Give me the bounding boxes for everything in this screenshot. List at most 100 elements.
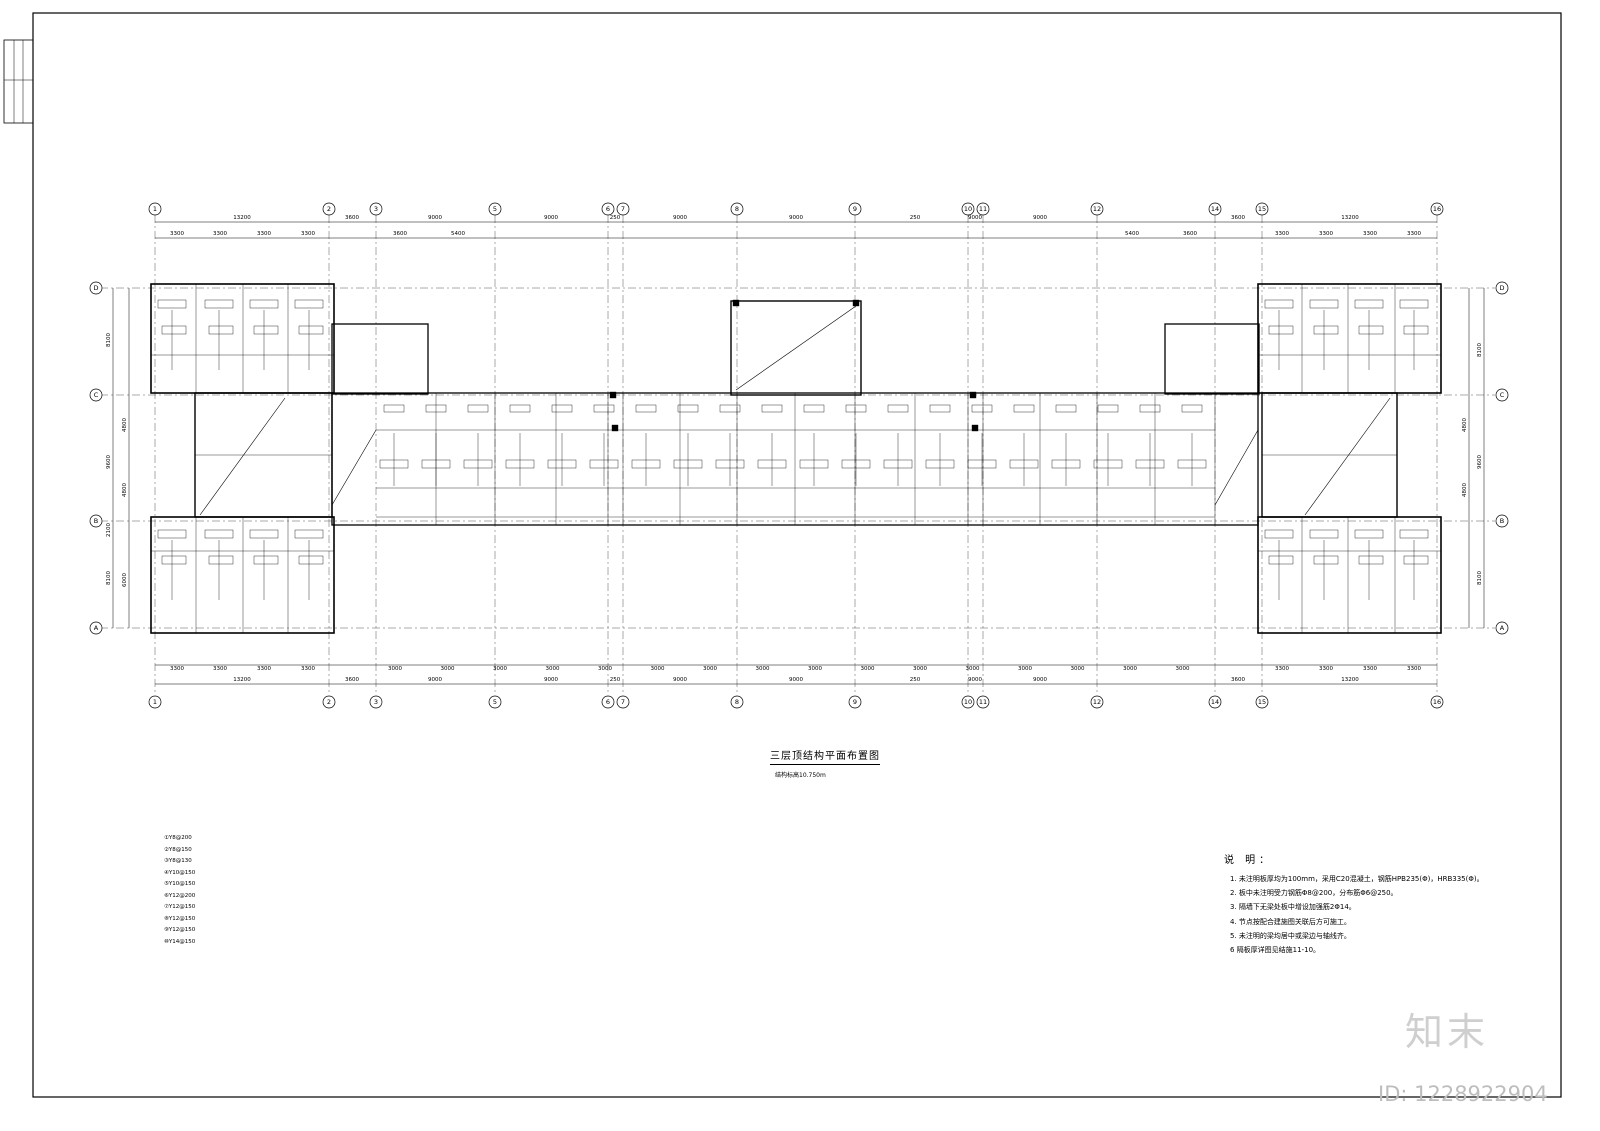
rebar-tag bbox=[845, 404, 867, 413]
dimension-label: 9000 bbox=[968, 215, 982, 221]
axis-circle bbox=[601, 695, 615, 709]
dimension-label: 3000 bbox=[546, 666, 560, 672]
axis-circle bbox=[730, 202, 744, 216]
axis-bubble-bottom: 8 bbox=[730, 695, 744, 709]
dimension-label: 9000 bbox=[789, 677, 803, 683]
rebar-tag bbox=[887, 404, 909, 413]
dimension-label: 3600 bbox=[393, 231, 407, 237]
rebar-tag bbox=[161, 555, 187, 565]
dimension-label: 3600 bbox=[345, 677, 359, 683]
right-toilet-block bbox=[1164, 323, 1260, 395]
rebar-tag bbox=[157, 299, 187, 309]
axis-label: 6 bbox=[606, 205, 610, 213]
axis-circle bbox=[848, 202, 862, 216]
dimension-lines bbox=[112, 221, 1485, 685]
axis-bubble-bottom: 12 bbox=[1090, 695, 1104, 709]
legend-item: ⑥Y12@200 bbox=[164, 892, 196, 899]
dimension-label: 250 bbox=[910, 215, 921, 221]
rebar-tag bbox=[1403, 325, 1429, 335]
rebar-tag bbox=[1313, 555, 1339, 565]
rebar-tag bbox=[294, 299, 324, 309]
axis-circle bbox=[616, 695, 630, 709]
rebar-tag bbox=[1358, 555, 1384, 565]
axis-bubble-bottom: 9 bbox=[848, 695, 862, 709]
rebar-tag bbox=[1139, 404, 1161, 413]
axis-bubble-bottom: 3 bbox=[369, 695, 383, 709]
entrance-canopy bbox=[730, 300, 862, 396]
rebar-tag bbox=[1309, 299, 1339, 309]
axis-bubble-top: 2 bbox=[322, 202, 336, 216]
axis-bubble-top: 12 bbox=[1090, 202, 1104, 216]
column bbox=[609, 391, 617, 399]
axis-bubble-bottom: 11 bbox=[976, 695, 990, 709]
axis-circle bbox=[1255, 202, 1269, 216]
axis-circle bbox=[1430, 695, 1444, 709]
note-item: 2. 板中未注明受力钢筋Φ8@200，分布筋Φ6@250。 bbox=[1230, 889, 1398, 898]
dimension-label: 4800 bbox=[122, 418, 128, 432]
axis-bubble-top: 15 bbox=[1255, 202, 1269, 216]
dimension-label: 3000 bbox=[441, 666, 455, 672]
dimension-label: 3000 bbox=[966, 666, 980, 672]
axis-bubble-bottom: 10 bbox=[961, 695, 975, 709]
axis-circle bbox=[961, 695, 975, 709]
legend-item: ②Y8@150 bbox=[164, 846, 192, 853]
dimension-label: 5400 bbox=[1125, 231, 1139, 237]
rebar-tag bbox=[761, 404, 783, 413]
axis-bubble-top: 3 bbox=[369, 202, 383, 216]
dimension-label: 3000 bbox=[1018, 666, 1032, 672]
column bbox=[732, 299, 740, 307]
left-top-wing bbox=[150, 283, 335, 394]
axis-circle bbox=[1255, 695, 1269, 709]
axis-label: 2 bbox=[327, 205, 331, 213]
axis-bubble-top: 7 bbox=[616, 202, 630, 216]
axis-label: A bbox=[94, 624, 99, 632]
axis-circle bbox=[1090, 695, 1104, 709]
axis-circle bbox=[976, 202, 990, 216]
dimension-label: 3000 bbox=[651, 666, 665, 672]
dimension-label: 9000 bbox=[544, 215, 558, 221]
dimension-label: 3000 bbox=[913, 666, 927, 672]
dimension-label: 3300 bbox=[1363, 231, 1377, 237]
axis-label: B bbox=[94, 517, 98, 525]
axis-bubble-right: D bbox=[1495, 281, 1509, 295]
axis-label: D bbox=[1499, 284, 1504, 292]
axis-circle bbox=[322, 695, 336, 709]
floor-plan-outline bbox=[150, 283, 1442, 634]
axis-label: 10 bbox=[964, 205, 972, 213]
axis-bubble-right: C bbox=[1495, 388, 1509, 402]
rebar-tag bbox=[249, 299, 279, 309]
rebar-tag bbox=[1358, 325, 1384, 335]
column bbox=[971, 424, 979, 432]
axis-label: 8 bbox=[735, 698, 739, 706]
canopy-diagonal bbox=[735, 305, 857, 391]
axis-bubble-bottom: 15 bbox=[1255, 695, 1269, 709]
axis-bubble-left: C bbox=[89, 388, 103, 402]
axis-bubble-left: D bbox=[89, 281, 103, 295]
axis-bubble-top: 9 bbox=[848, 202, 862, 216]
axis-label: 11 bbox=[979, 205, 987, 213]
dimension-label: 3300 bbox=[1319, 231, 1333, 237]
axis-circle bbox=[148, 202, 162, 216]
note-item: 3. 隔墙下无梁处板中增设加强筋2Φ14。 bbox=[1230, 903, 1356, 912]
plan-details bbox=[151, 284, 1441, 633]
note-item: 5. 未注明的梁均居中或梁边与轴线齐。 bbox=[1230, 931, 1351, 940]
column bbox=[611, 424, 619, 432]
rebar-tag bbox=[1399, 299, 1429, 309]
legend-item: ⑦Y12@150 bbox=[164, 904, 196, 910]
rebar-tag bbox=[1354, 529, 1384, 539]
dimension-label: 3600 bbox=[345, 215, 359, 221]
rebar-tag bbox=[1264, 529, 1294, 539]
drawing-frame bbox=[3, 12, 1562, 1098]
axis-bubble-bottom: 5 bbox=[488, 695, 502, 709]
dimension-label: 3300 bbox=[1275, 666, 1289, 672]
dimension-label: 9000 bbox=[673, 215, 687, 221]
left-toilet-block bbox=[331, 323, 429, 395]
drawing-subtitle: 结构标高10.750m bbox=[775, 772, 826, 779]
left-bottom-wing bbox=[150, 516, 335, 634]
rebar-tag bbox=[677, 404, 699, 413]
axis-label: 1 bbox=[153, 205, 157, 213]
dimension-label: 3000 bbox=[1176, 666, 1190, 672]
dimension-label: 3000 bbox=[861, 666, 875, 672]
axis-bubble-bottom: 6 bbox=[601, 695, 615, 709]
